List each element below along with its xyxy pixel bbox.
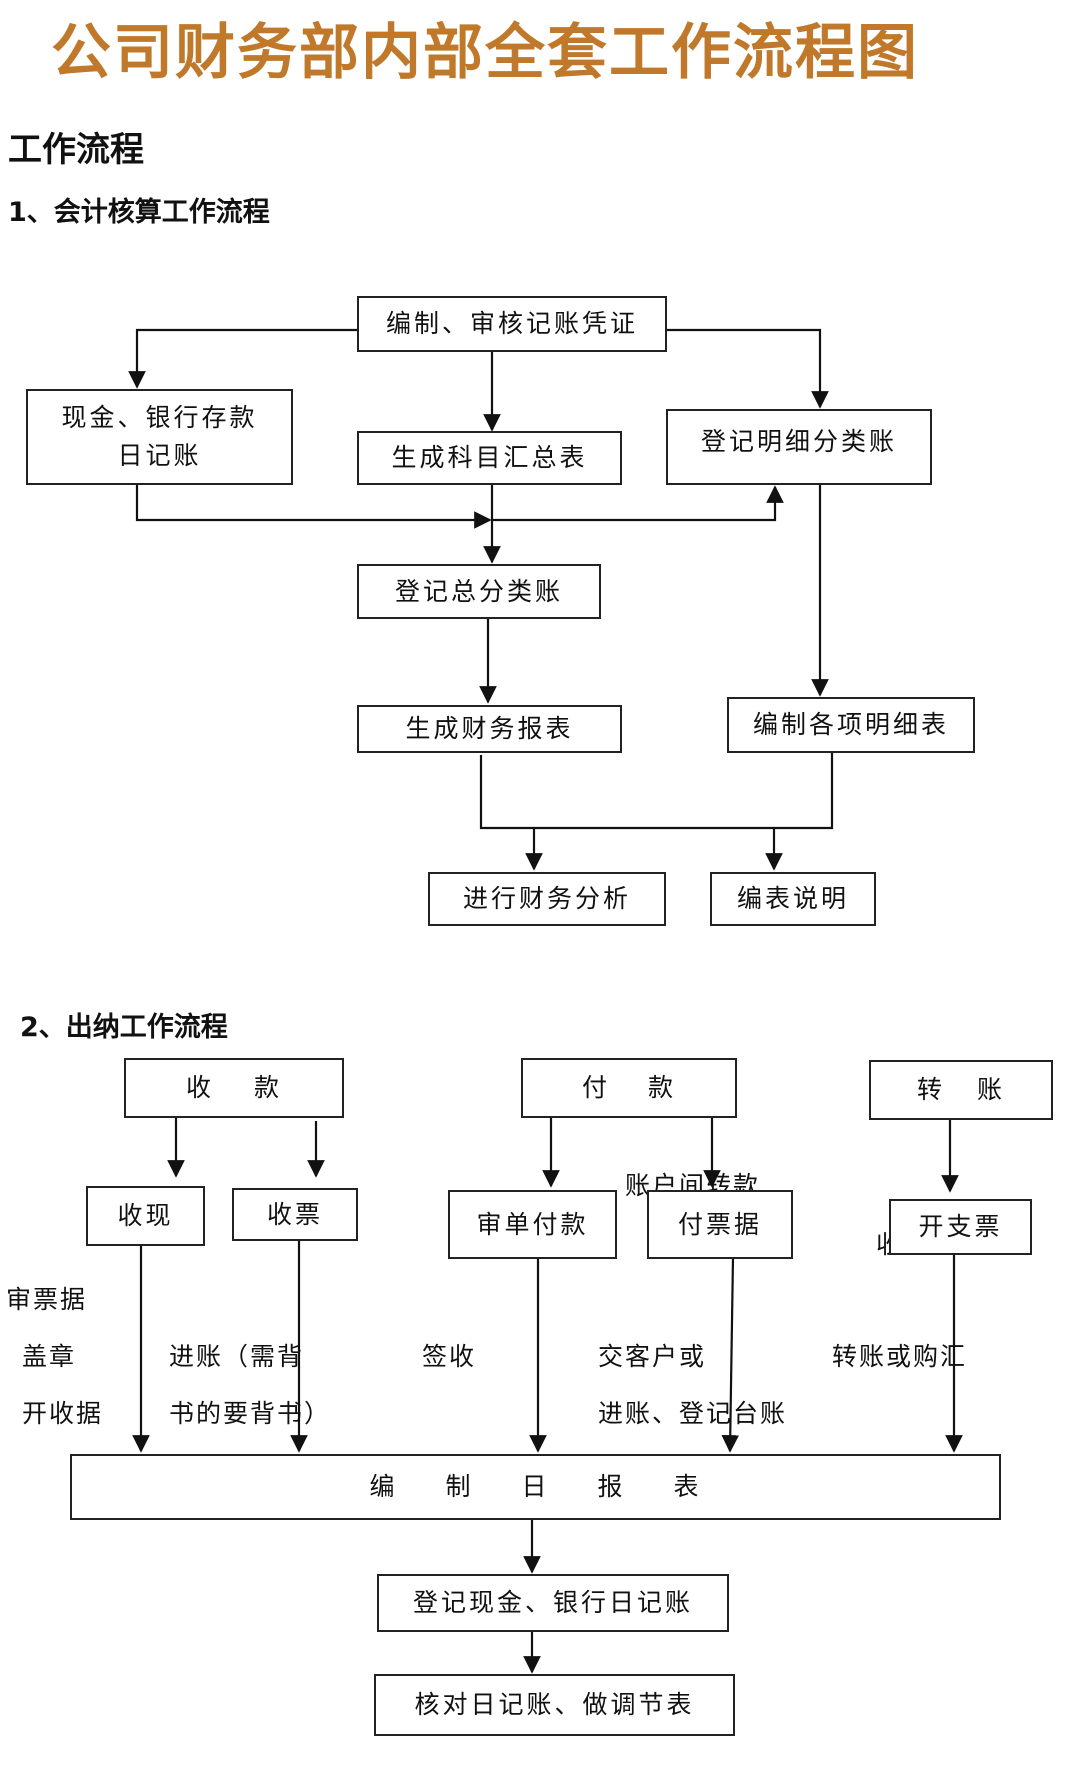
box-receive-cash: 收现	[86, 1186, 205, 1246]
label-cut-off-fragment: 收	[876, 1225, 890, 1261]
box-cash-bank-journal: 现金、银行存款 日记账	[26, 389, 293, 485]
line-reports-merge	[479, 748, 834, 830]
box-transfer: 转 账	[869, 1060, 1053, 1120]
box-transfer-char2: 账	[976, 1075, 1005, 1104]
box-receive-char2: 款	[253, 1073, 282, 1102]
main-heading: 工作流程	[8, 130, 144, 170]
label-deposit-line1: 进账（需背	[169, 1342, 305, 1371]
box-write-cheque: 开支票	[889, 1199, 1032, 1255]
box-receive-bill: 收票	[232, 1188, 358, 1241]
compile-report-char4: 报	[597, 1472, 626, 1501]
box-pay-char2: 款	[647, 1073, 676, 1102]
compile-report-char1: 编	[369, 1472, 398, 1501]
section-heading-cashier: 2、出纳工作流程	[20, 1012, 228, 1043]
label-deposit-line2: 书的要背书）	[169, 1399, 332, 1428]
arrow-voucher-to-cash-journal	[128, 328, 358, 389]
compile-report-char5: 表	[673, 1472, 702, 1501]
label-sign-receipt: 签收	[422, 1342, 477, 1371]
box-register-journal: 登记现金、银行日记账	[377, 1574, 729, 1632]
arrow-voucher-to-detail-ledger	[665, 328, 829, 409]
box-pay-char1: 付	[581, 1073, 610, 1102]
arrow-paybill-to-report	[721, 1256, 740, 1453]
box-cash-bank-journal-line2: 日记账	[117, 441, 202, 470]
box-general-ledger: 登记总分类账	[357, 564, 601, 619]
box-summary-table: 生成科目汇总表	[357, 431, 622, 485]
box-pay: 付 款	[521, 1058, 737, 1118]
box-receive-char1: 收	[185, 1073, 214, 1102]
label-stamp: 盖章	[22, 1342, 77, 1371]
page-title: 公司财务部内部全套工作流程图	[51, 18, 919, 88]
box-transfer-char1: 转	[916, 1075, 945, 1104]
box-cash-bank-journal-line1: 现金、银行存款	[61, 403, 258, 432]
compile-report-char2: 制	[445, 1472, 474, 1501]
box-review-pay: 审单付款	[448, 1190, 617, 1259]
label-transfer-remit: 转账或购汇	[832, 1342, 968, 1371]
box-financial-reports: 生成财务报表	[357, 705, 622, 753]
box-prepare-vouchers: 编制、审核记账凭证	[357, 296, 667, 352]
box-receive: 收 款	[124, 1058, 344, 1118]
arrow-merge-to-detail-ledger	[492, 485, 784, 522]
box-pay-bill: 付票据	[647, 1190, 793, 1259]
label-to-customer-line2: 进账、登记台账	[598, 1399, 788, 1428]
section-heading-accounting: 1、会计核算工作流程	[8, 197, 270, 228]
box-detail-ledger: 登记明细分类账	[666, 409, 932, 485]
box-financial-analysis: 进行财务分析	[428, 872, 666, 926]
box-reconcile: 核对日记账、做调节表	[374, 1674, 735, 1736]
label-to-customer-line1: 交客户或	[598, 1342, 707, 1371]
label-issue-receipt: 开收据	[22, 1399, 104, 1428]
line-cash-journal-to-merge	[135, 482, 492, 529]
box-detail-schedules: 编制各项明细表	[727, 697, 975, 753]
label-review-bill: 审票据	[6, 1285, 88, 1314]
box-report-notes: 编表说明	[710, 872, 876, 926]
compile-report-char3: 日	[521, 1472, 550, 1501]
box-compile-daily-report: 编 制 日 报 表	[70, 1454, 1001, 1520]
